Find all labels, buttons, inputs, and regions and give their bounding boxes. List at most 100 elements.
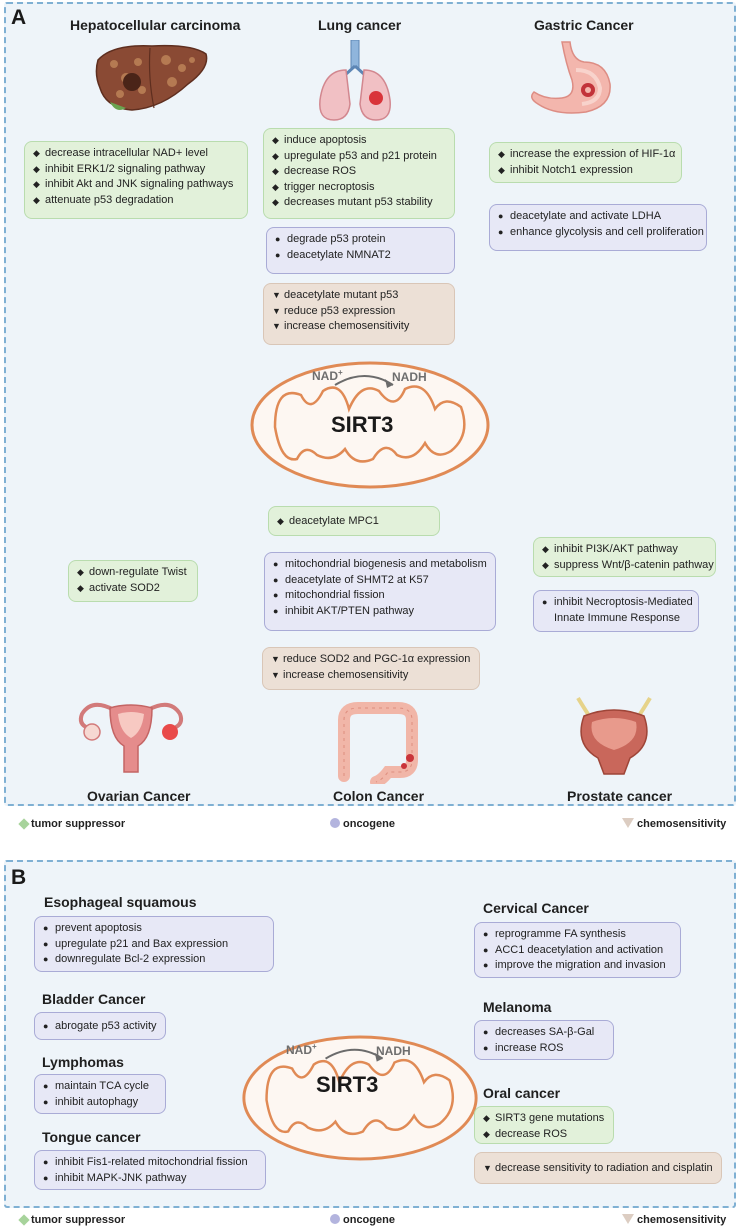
legend-tumor-suppressor: tumor suppressor bbox=[18, 1214, 125, 1226]
liver-icon bbox=[95, 44, 208, 111]
mito-b-nad: NAD+ bbox=[286, 1042, 317, 1057]
prostate-item: ●inhibit Necroptosis-Mediated bbox=[542, 596, 693, 608]
mitochondria-icon bbox=[242, 1035, 478, 1161]
mito-b-nadh: NADH bbox=[376, 1044, 411, 1058]
gastric-item: ●enhance glycolysis and cell proliferati… bbox=[498, 225, 704, 238]
lung-item: ◆decrease ROS bbox=[272, 165, 357, 177]
prostate-suppressor-box: ◆inhibit PI3K/AKT pathway ◆suppress Wnt/… bbox=[533, 537, 716, 577]
colon-title: Colon Cancer bbox=[333, 788, 425, 804]
lung-item: ●deacetylate NMNAT2 bbox=[275, 248, 391, 261]
cervical-box: ●reprogramme FA synthesis ●ACC1 deacetyl… bbox=[474, 922, 681, 978]
triangle-icon bbox=[622, 1214, 634, 1224]
colon-item: ●mitochondrial fission bbox=[273, 589, 385, 601]
oral-suppressor-box: ◆SIRT3 gene mutations ◆decrease ROS bbox=[474, 1106, 614, 1144]
gastric-oncogene-box: ●deacetylate and activate LDHA ●enhance … bbox=[489, 204, 707, 251]
melanoma-box: ●decreases SA-β-Gal ●increase ROS bbox=[474, 1020, 614, 1060]
lung-icon bbox=[319, 40, 391, 121]
ovarian-item: ◆activate SOD2 bbox=[77, 581, 160, 594]
bladder-box: ●abrogate p53 activity bbox=[34, 1012, 166, 1040]
mito-a-label: SIRT3 bbox=[331, 412, 394, 437]
lung-suppressor-box: ◆induce apoptosis ◆upregulate p53 and p2… bbox=[263, 128, 455, 219]
tongue-item: ●inhibit Fis1-related mitochondrial fiss… bbox=[43, 1156, 248, 1168]
cervical-item: ●reprogramme FA synthesis bbox=[483, 928, 626, 940]
colon-item: ●deacetylate of SHMT2 at K57 bbox=[273, 573, 429, 586]
mito-a-nadh: NADH bbox=[392, 370, 427, 384]
colon-suppressor-box: ◆deacetylate MPC1 bbox=[268, 506, 440, 536]
panel-b-letter: B bbox=[11, 866, 27, 889]
cervical-title: Cervical Cancer bbox=[483, 900, 589, 916]
bladder-organ-icon bbox=[576, 696, 652, 775]
lymphomas-title: Lymphomas bbox=[42, 1054, 124, 1070]
gastric-item: ◆inhibit Notch1 expression bbox=[498, 163, 633, 176]
melanoma-item: ●increase ROS bbox=[483, 1041, 564, 1054]
legend-tumor-suppressor: tumor suppressor bbox=[18, 818, 125, 830]
legend-oncogene: oncogene bbox=[330, 818, 395, 830]
esophageal-item: ●downregulate Bcl-2 expression bbox=[43, 953, 206, 965]
prostate-oncogene-box: ●inhibit Necroptosis-Mediated Innate Imm… bbox=[533, 590, 699, 632]
tongue-box: ●inhibit Fis1-related mitochondrial fiss… bbox=[34, 1150, 266, 1190]
lymphomas-item: ●inhibit autophagy bbox=[43, 1095, 139, 1108]
diamond-icon bbox=[18, 818, 30, 830]
bladder-title: Bladder Cancer bbox=[42, 991, 146, 1007]
legend-oncogene: oncogene bbox=[330, 1214, 395, 1226]
lung-item: ▼reduce p53 expression bbox=[272, 304, 396, 317]
prostate-item: Innate Immune Response bbox=[554, 611, 680, 624]
circle-icon bbox=[330, 818, 340, 828]
esophageal-item: ●upregulate p21 and Bax expression bbox=[43, 937, 229, 950]
ovarian-suppressor-box: ◆down-regulate Twist ◆activate SOD2 bbox=[68, 560, 198, 602]
mito-a-nad: NAD+ bbox=[312, 368, 343, 383]
hcc-title: Hepatocellular carcinoma bbox=[70, 17, 241, 33]
ovarian-item: ◆down-regulate Twist bbox=[77, 566, 187, 578]
gastric-title: Gastric Cancer bbox=[534, 17, 634, 33]
cervical-item: ●improve the migration and invasion bbox=[483, 959, 666, 971]
legend-chemosensitivity: chemosensitivity bbox=[622, 818, 726, 830]
lung-chemo-box: ▼deacetylate mutant p53 ▼reduce p53 expr… bbox=[263, 283, 455, 345]
lung-item: ◆decreases mutant p53 stability bbox=[272, 196, 433, 208]
gastric-suppressor-box: ◆increase the expression of HIF-1α ◆inhi… bbox=[489, 142, 682, 183]
lung-item: ●degrade p53 protein bbox=[275, 233, 386, 245]
ovarian-title: Ovarian Cancer bbox=[87, 788, 191, 804]
lung-item: ◆trigger necroptosis bbox=[272, 180, 375, 193]
stomach-icon bbox=[531, 41, 611, 114]
hcc-item: ◆inhibit ERK1/2 signaling pathway bbox=[33, 162, 206, 175]
colon-icon bbox=[338, 702, 418, 784]
melanoma-title: Melanoma bbox=[483, 999, 552, 1015]
melanoma-item: ●decreases SA-β-Gal bbox=[483, 1026, 595, 1038]
colon-item: ●inhibit AKT/PTEN pathway bbox=[273, 604, 415, 617]
legend-chemosensitivity: chemosensitivity bbox=[622, 1214, 726, 1226]
hcc-function-box: ◆decrease intracellular NAD+ level ◆inhi… bbox=[24, 141, 248, 219]
lung-item: ▼increase chemosensitivity bbox=[272, 320, 410, 332]
uterus-icon bbox=[78, 702, 184, 773]
colon-item: ●mitochondrial biogenesis and metabolism bbox=[273, 558, 487, 570]
oral-title: Oral cancer bbox=[483, 1085, 561, 1101]
mitochondria-icon bbox=[250, 361, 490, 489]
hcc-item: ◆attenuate p53 degradation bbox=[33, 193, 174, 206]
esophageal-item: ●prevent apoptosis bbox=[43, 922, 142, 934]
colon-item: ▼increase chemosensitivity bbox=[271, 668, 409, 681]
bladder-item: ●abrogate p53 activity bbox=[43, 1020, 157, 1032]
oral-item: ◆SIRT3 gene mutations bbox=[483, 1112, 605, 1124]
panel-a-letter: A bbox=[11, 6, 27, 29]
triangle-icon bbox=[622, 818, 634, 828]
tongue-item: ●inhibit MAPK-JNK pathway bbox=[43, 1171, 187, 1184]
lymphomas-item: ●maintain TCA cycle bbox=[43, 1080, 149, 1092]
gastric-item: ●deacetylate and activate LDHA bbox=[498, 210, 662, 222]
oral-item: ◆decrease ROS bbox=[483, 1127, 568, 1140]
oral-item: ▼decrease sensitivity to radiation and c… bbox=[483, 1162, 713, 1174]
lung-item: ◆upregulate p53 and p21 protein bbox=[272, 149, 437, 162]
lung-title: Lung cancer bbox=[318, 17, 402, 33]
lung-item: ◆induce apoptosis bbox=[272, 134, 367, 146]
circle-icon bbox=[330, 1214, 340, 1224]
prostate-item: ◆inhibit PI3K/AKT pathway bbox=[542, 543, 678, 555]
lymphomas-box: ●maintain TCA cycle ●inhibit autophagy bbox=[34, 1074, 166, 1114]
esophageal-title: Esophageal squamous bbox=[44, 894, 197, 910]
oral-chemo-box: ▼decrease sensitivity to radiation and c… bbox=[474, 1152, 722, 1184]
prostate-item: ◆suppress Wnt/β-catenin pathway bbox=[542, 558, 714, 571]
colon-chemo-box: ▼reduce SOD2 and PGC-1α expression ▼incr… bbox=[262, 647, 480, 690]
cervical-item: ●ACC1 deacetylation and activation bbox=[483, 943, 664, 956]
colon-oncogene-box: ●mitochondrial biogenesis and metabolism… bbox=[264, 552, 496, 631]
lung-oncogene-box: ●degrade p53 protein ●deacetylate NMNAT2 bbox=[266, 227, 455, 274]
hcc-item: ◆decrease intracellular NAD+ level bbox=[33, 147, 208, 159]
colon-item: ▼reduce SOD2 and PGC-1α expression bbox=[271, 653, 471, 665]
tongue-title: Tongue cancer bbox=[42, 1129, 141, 1145]
